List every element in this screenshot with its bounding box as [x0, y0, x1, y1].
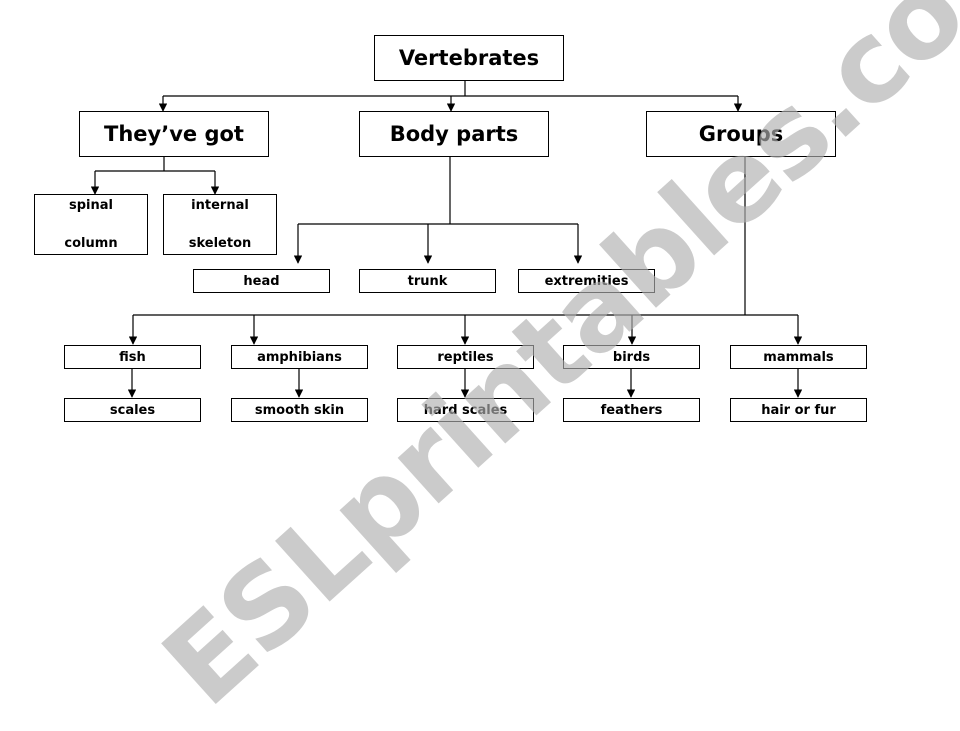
category-theyve-got: They’ve got — [79, 111, 269, 157]
node-spinal-column: spinal column — [34, 194, 148, 255]
node-extremities: extremities — [518, 269, 655, 293]
node-group-amphibians: amphibians — [231, 345, 368, 369]
category-body-parts: Body parts — [359, 111, 549, 157]
node-trunk: trunk — [359, 269, 496, 293]
node-internal-skeleton: internal skeleton — [163, 194, 277, 255]
node-group-mammals: mammals — [730, 345, 867, 369]
category-groups: Groups — [646, 111, 836, 157]
node-covering-scales: scales — [64, 398, 201, 422]
node-internal-skeleton-line1: internal — [191, 198, 249, 213]
node-internal-skeleton-line2: skeleton — [188, 236, 252, 251]
node-covering-feathers: feathers — [563, 398, 700, 422]
root-node-vertebrates: Vertebrates — [374, 35, 564, 81]
node-spinal-column-line1: spinal — [69, 198, 113, 213]
node-covering-hair-or-fur: hair or fur — [730, 398, 867, 422]
node-covering-smooth-skin: smooth skin — [231, 398, 368, 422]
node-spinal-column-line2: column — [64, 236, 118, 251]
node-covering-hard-scales: hard scales — [397, 398, 534, 422]
node-head: head — [193, 269, 330, 293]
node-group-birds: birds — [563, 345, 700, 369]
node-group-reptiles: reptiles — [397, 345, 534, 369]
node-group-fish: fish — [64, 345, 201, 369]
